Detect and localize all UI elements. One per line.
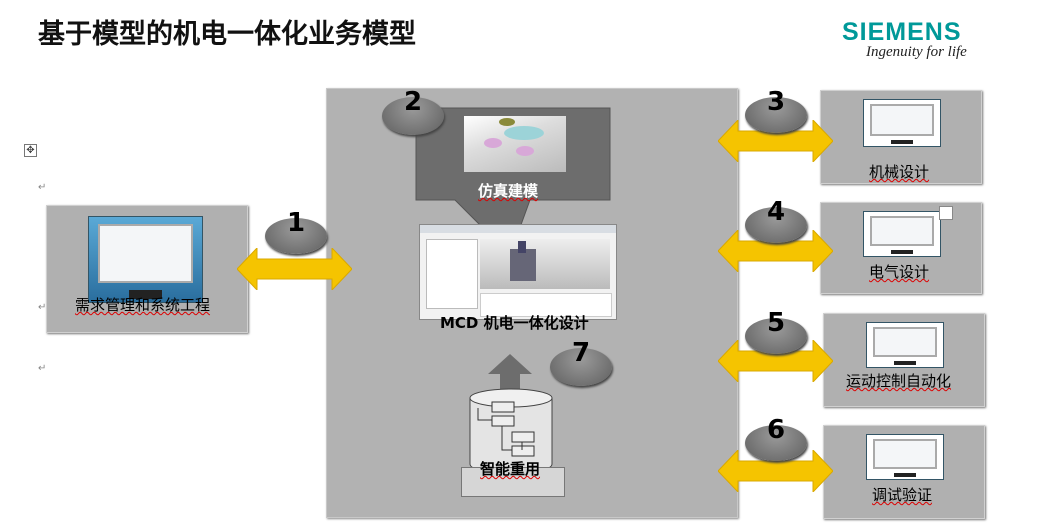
simulation-model-image [464,116,566,172]
step-badge-3: 3 [745,87,807,133]
paragraph-mark-icon: ↵ [38,363,47,374]
right-box-label: 机械设计 [869,163,930,181]
requirements-label: 需求管理和系统工程 [75,296,211,314]
page-title: 基于模型的机电一体化业务模型 [38,19,416,50]
step-number: 7 [571,338,591,368]
move-handle-icon[interactable]: ✥ [24,144,37,157]
monitor-icon [863,99,941,147]
right-box-mechanical: 机械设计 [820,90,982,184]
up-arrow-icon [488,354,532,394]
step-number: 1 [286,208,306,238]
monitor-icon [88,216,203,303]
right-box-label: 调试验证 [872,486,933,504]
step-number: 6 [766,415,786,445]
step-badge-6: 6 [745,415,807,461]
monitor-icon [863,211,941,257]
right-box-label: 运动控制自动化 [846,372,952,390]
step-number: 3 [766,87,786,117]
step-number: 2 [403,87,423,117]
monitor-icon [866,322,944,368]
monitor-icon [866,434,944,480]
mcd-label: MCD 机电一体化设计 [440,314,589,332]
step-badge-4: 4 [745,197,807,243]
logo-tagline: Ingenuity for life [866,44,967,60]
reuse-label: 智能重用 [480,460,541,478]
step-number: 5 [766,308,786,338]
right-box-motion: 运动控制自动化 [823,313,985,407]
logo-brand: SIEMENS [842,18,962,46]
step-badge-5: 5 [745,308,807,354]
requirements-box: 需求管理和系统工程 [46,205,248,333]
right-box-electrical: 电气设计 [820,202,982,294]
mcd-screenshot [419,224,617,320]
step-number: 4 [766,197,786,227]
paragraph-mark-icon: ↵ [38,182,47,193]
double-arrow-icon [718,450,833,492]
double-arrow-icon [718,120,833,162]
step-badge-1: 1 [265,208,327,254]
double-arrow-icon [718,340,833,382]
reuse-base [461,467,565,497]
right-box-commissioning: 调试验证 [823,425,985,519]
callout-label: 仿真建模 [478,182,539,200]
checkbox-icon [939,206,953,220]
step-badge-2: 2 [382,87,444,135]
double-arrow-icon [718,230,833,272]
double-arrow-icon [237,248,352,290]
paragraph-mark-icon: ↵ [38,302,47,313]
step-badge-7: 7 [550,338,612,386]
right-box-label: 电气设计 [869,263,930,281]
siemens-logo: SIEMENS Ingenuity for life [842,18,1002,61]
